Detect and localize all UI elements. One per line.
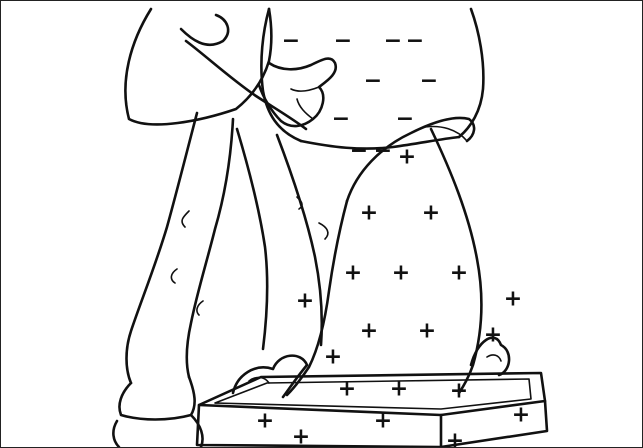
negative-charge-mark: − bbox=[350, 139, 368, 164]
negative-charge-mark: − bbox=[282, 29, 300, 54]
positive-charge-mark: + bbox=[292, 425, 310, 448]
positive-charge-mark: + bbox=[360, 319, 378, 344]
tray bbox=[197, 373, 547, 447]
positive-charge-mark: + bbox=[512, 403, 530, 428]
negative-charge-mark: − bbox=[420, 69, 438, 94]
negative-charge-mark: − bbox=[396, 107, 414, 132]
negative-charge-mark: − bbox=[364, 69, 382, 94]
positive-charge-mark: + bbox=[374, 409, 392, 434]
pant-wrinkles-right bbox=[297, 197, 328, 239]
left-leg bbox=[127, 113, 234, 383]
positive-charge-mark: + bbox=[484, 323, 502, 348]
positive-charge-mark: + bbox=[360, 201, 378, 226]
positive-charge-mark: + bbox=[296, 289, 314, 314]
positive-charge-mark: + bbox=[324, 345, 342, 370]
negative-charge-mark: − bbox=[406, 29, 424, 54]
tray-front-face bbox=[197, 405, 441, 447]
left-sleeve-outline bbox=[125, 9, 271, 124]
negative-charge-mark: − bbox=[332, 107, 350, 132]
negative-charge-mark: − bbox=[384, 29, 402, 54]
leg-right-outer bbox=[277, 135, 322, 345]
leg-left-inner bbox=[187, 119, 233, 377]
positive-charge-mark: + bbox=[504, 287, 522, 312]
positive-charge-mark: + bbox=[392, 261, 410, 286]
finger-lines bbox=[291, 87, 319, 119]
positive-charge-mark: + bbox=[344, 261, 362, 286]
pant-wrinkles-left bbox=[171, 211, 203, 315]
shoes bbox=[113, 377, 202, 447]
positive-charge-mark: + bbox=[422, 201, 440, 226]
positive-charge-mark: + bbox=[418, 319, 436, 344]
positive-charge-mark: + bbox=[338, 377, 356, 402]
negative-charge-mark: − bbox=[374, 139, 392, 164]
left-shoe bbox=[119, 377, 194, 420]
positive-charge-mark: + bbox=[450, 261, 468, 286]
negative-charge-mark: − bbox=[334, 29, 352, 54]
positive-charge-mark: + bbox=[450, 379, 468, 404]
right-leg bbox=[237, 129, 328, 349]
left-forearm-outline bbox=[186, 41, 306, 129]
positive-charge-mark: + bbox=[390, 377, 408, 402]
left-cuff-outline bbox=[181, 15, 228, 45]
leg-right-inner bbox=[237, 129, 267, 349]
positive-charge-mark: + bbox=[446, 429, 464, 448]
tray-inner-rim bbox=[215, 379, 531, 409]
left-arm bbox=[125, 9, 306, 129]
positive-charge-mark: + bbox=[256, 409, 274, 434]
positive-charge-mark: + bbox=[398, 145, 416, 170]
